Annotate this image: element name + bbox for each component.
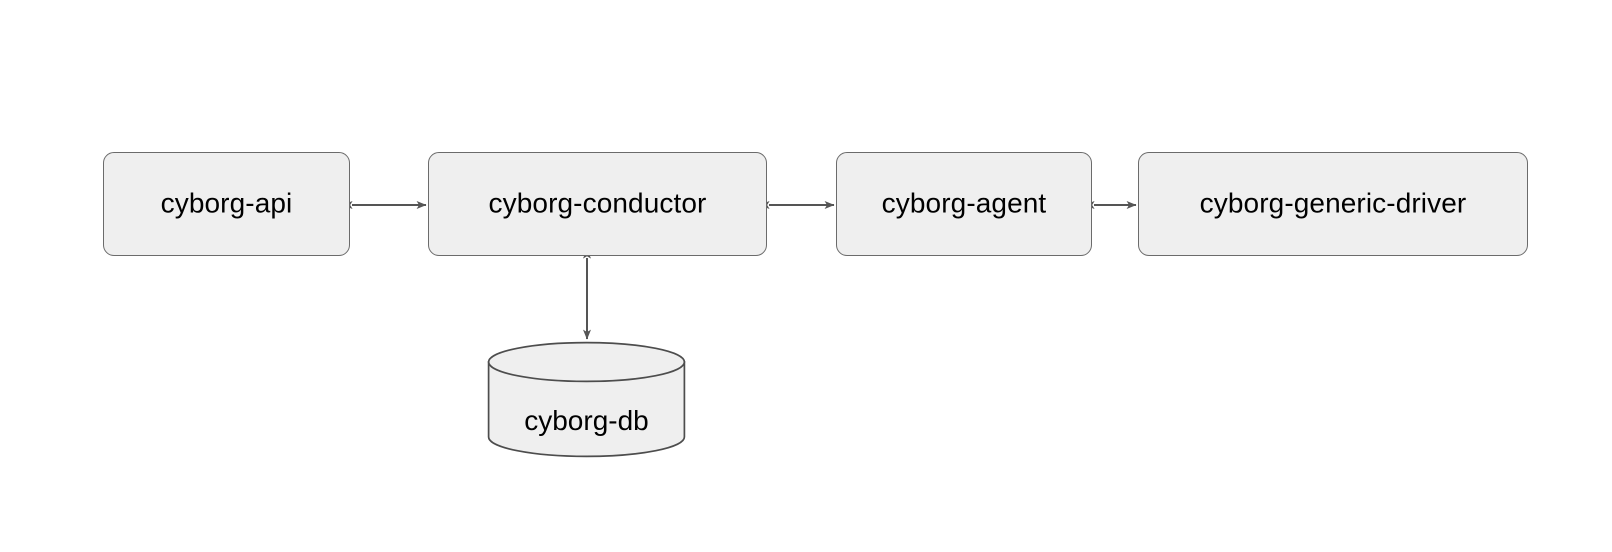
node-cyborg-api[interactable]: cyborg-api	[103, 152, 350, 256]
node-cyborg-db[interactable]: cyborg-db	[487, 341, 686, 458]
node-label: cyborg-db	[524, 405, 649, 436]
node-label: cyborg-generic-driver	[1199, 187, 1467, 219]
node-cyborg-conductor[interactable]: cyborg-conductor	[428, 152, 767, 256]
node-cyborg-agent[interactable]: cyborg-agent	[836, 152, 1092, 256]
node-label: cyborg-conductor	[488, 187, 707, 219]
database-cylinder-icon	[487, 341, 686, 458]
node-label: cyborg-agent	[881, 187, 1047, 219]
node-cyborg-generic-driver[interactable]: cyborg-generic-driver	[1138, 152, 1528, 256]
node-label: cyborg-api	[160, 187, 293, 219]
